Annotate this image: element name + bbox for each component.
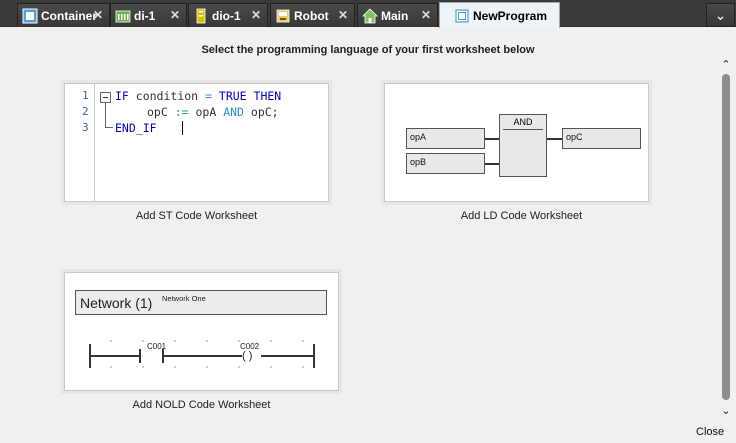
identifier: opA [188,105,224,119]
close-icon[interactable]: ✕ [250,8,261,22]
tab-di-1[interactable]: di-1 ✕ [110,3,187,27]
program-icon [455,8,469,23]
nold-worksheet-card[interactable]: Network (1) Network One C001 ( ) C002 [64,272,339,391]
coil-icon: ( ) [242,350,253,362]
rung-wire [261,355,313,357]
identifier: opC [147,105,175,119]
line-gutter [65,84,95,201]
contact-left [139,349,141,363]
keyword: IF [115,89,129,103]
line-number: 1 [82,89,89,102]
st-card-caption[interactable]: Add ST Code Worksheet [135,210,258,222]
rung-wire [162,355,242,357]
ld-input-opb: opB [406,153,485,174]
rung-wire [89,355,139,357]
contact-label: C001 [147,342,167,351]
vertical-scrollbar[interactable]: ⌃ ⌄ [719,58,733,418]
text-caret [182,121,183,135]
tab-list-dropdown[interactable]: ⌄ [706,3,735,27]
scroll-up-icon[interactable]: ⌃ [721,59,731,71]
ld-wire [547,138,562,140]
tab-label: dio-1 [212,8,241,23]
tab-bar: Container ✕ di-1 ✕ dio-1 ✕ Robot ✕ Main [0,0,736,28]
ld-block-label: AND [513,117,533,127]
keyword: THEN [246,89,282,103]
st-code-preview: 1 2 3 IF condition = TRUE THEN opC := op… [65,84,328,201]
robot-icon [276,9,290,22]
close-icon[interactable]: ✕ [337,8,348,22]
code-line: opC := opA AND opC; [147,105,279,119]
ld-wire [485,163,499,165]
operator: = [205,89,212,103]
coil-label: C002 [240,342,260,351]
tab-container[interactable]: Container ✕ [17,3,110,27]
chevron-down-icon: ⌄ [714,7,727,23]
close-icon[interactable]: ✕ [92,8,103,22]
ld-input-opa: opA [406,128,485,149]
ld-and-block: AND [499,114,547,177]
close-icon[interactable]: ✕ [169,8,180,22]
container-icon [22,8,38,23]
fold-guide [105,127,113,128]
keyword: TRUE [211,89,247,103]
tab-label: NewProgram [473,8,548,23]
scroll-thumb[interactable] [722,74,730,400]
operator: := [174,105,189,119]
tab-label: Container [41,8,98,23]
keyword: END_IF [115,121,157,135]
io-module-icon [196,8,206,23]
network-comment: Network One [162,294,206,303]
fold-collapse-icon [100,92,111,103]
line-number: 3 [82,121,89,134]
tab-label: Robot [294,8,329,23]
tab-dio-1[interactable]: dio-1 ✕ [188,3,268,27]
tab-label: di-1 [134,8,156,23]
tab-newprogram[interactable]: NewProgram [439,2,560,28]
tab-label: Main [381,8,409,23]
fold-guide [105,103,106,127]
ld-wire [485,138,499,140]
io-module-icon [115,10,131,22]
code-line: IF condition = TRUE THEN [115,89,281,103]
close-icon[interactable]: ✕ [420,8,431,22]
operator: AND [223,105,244,119]
nold-card-caption[interactable]: Add NOLD Code Worksheet [132,399,271,411]
right-power-rail [313,344,315,368]
ld-worksheet-card[interactable]: opA opB AND opC [384,83,649,202]
worksheet-chooser: Select the programming language of your … [3,28,733,440]
home-icon [362,7,378,23]
ld-output-opc: opC [562,128,641,149]
tab-main[interactable]: Main ✕ [357,3,438,27]
ld-block-divider [503,129,543,130]
ld-card-caption[interactable]: Add LD Code Worksheet [460,210,583,222]
line-number: 2 [82,105,89,118]
tab-robot[interactable]: Robot ✕ [270,3,355,27]
network-title: Network (1) [80,295,153,311]
close-button[interactable]: Close [696,426,725,438]
identifier: condition [128,89,206,103]
st-worksheet-card[interactable]: 1 2 3 IF condition = TRUE THEN opC := op… [64,83,329,202]
network-header: Network (1) Network One [75,290,327,315]
page-title: Select the programming language of your … [201,44,535,56]
code-line: END_IF [115,121,157,135]
scroll-down-icon[interactable]: ⌄ [721,405,731,417]
identifier: opC; [243,105,279,119]
